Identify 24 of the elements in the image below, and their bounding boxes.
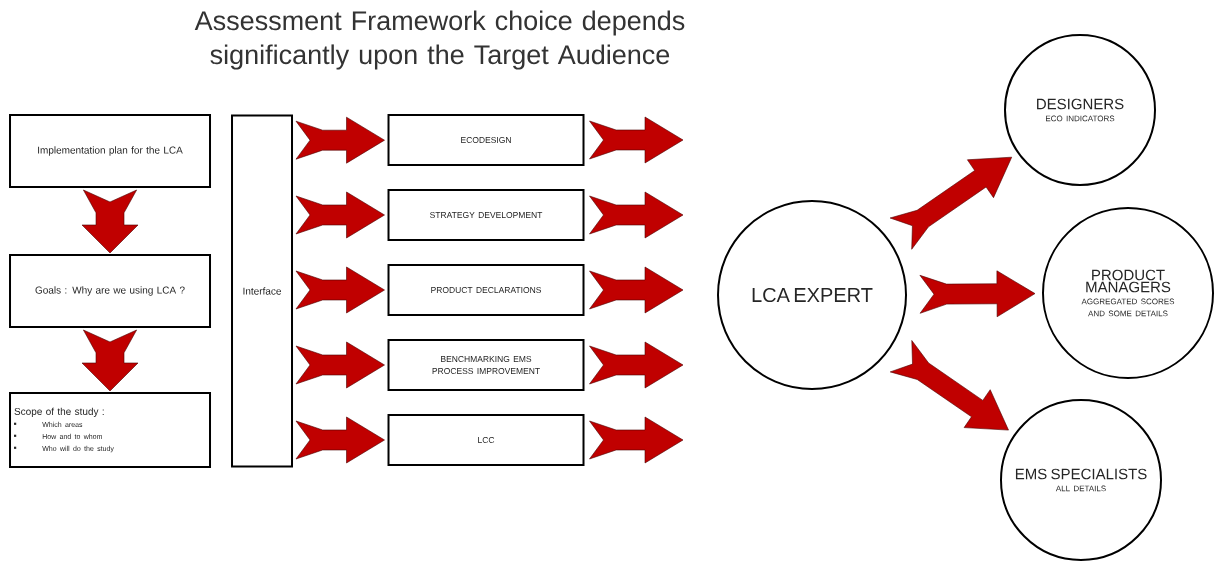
process-box: BENCHMARKING EMS PROCESS IMPROVEMENT bbox=[387, 339, 585, 391]
title: Assessment Framework choice depends significantly upon the Target Audience bbox=[194, 10, 685, 70]
block-arrow bbox=[589, 416, 684, 464]
process-box: PRODUCT DECLARATIONS bbox=[387, 264, 585, 316]
process-box: ECODESIGN bbox=[387, 114, 585, 166]
block-arrow bbox=[919, 270, 1036, 318]
process-box: STRATEGY DEVELOPMENT bbox=[387, 189, 585, 241]
process-box: Goals : Why are we using LCA ? bbox=[9, 254, 211, 328]
block-arrow bbox=[295, 116, 385, 164]
block-arrow bbox=[589, 191, 684, 239]
block-arrow bbox=[295, 191, 385, 239]
block-arrow bbox=[589, 266, 684, 314]
process-box: Interface bbox=[231, 114, 293, 468]
block-arrow bbox=[589, 341, 684, 389]
block-arrow bbox=[295, 266, 385, 314]
process-box: Implementation plan for the LCA bbox=[9, 114, 211, 188]
block-arrow bbox=[81, 189, 139, 254]
block-arrow bbox=[889, 340, 1009, 431]
block-arrow bbox=[589, 116, 684, 164]
block-arrow bbox=[889, 156, 1012, 250]
process-box: LCC bbox=[387, 414, 585, 466]
block-arrow bbox=[295, 341, 385, 389]
block-arrow bbox=[295, 416, 385, 464]
block-arrow bbox=[81, 329, 139, 392]
